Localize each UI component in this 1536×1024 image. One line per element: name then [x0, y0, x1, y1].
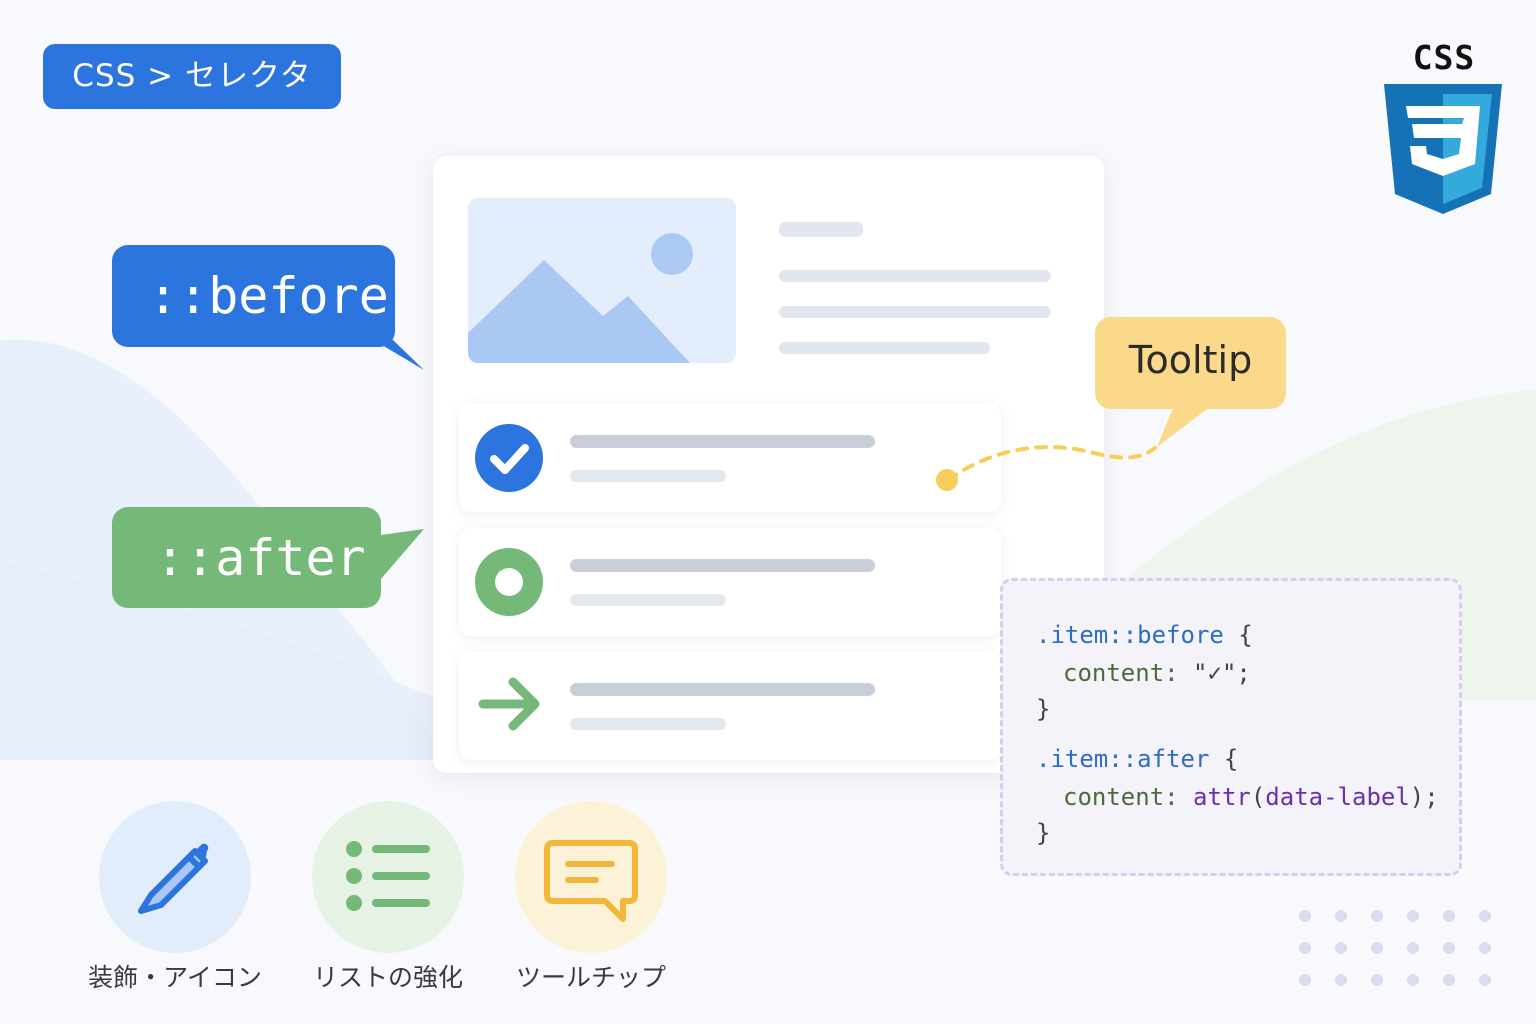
- feature-tooltip-label: ツールチップ: [515, 963, 666, 992]
- pencil-icon: [138, 843, 209, 914]
- list-item[interactable]: [459, 528, 1001, 636]
- after-selector: .item::after: [1036, 745, 1210, 773]
- card-text-line: [779, 342, 990, 354]
- code-line-2: content: "✓";: [1063, 659, 1251, 687]
- after-bubble-shape: [112, 507, 424, 608]
- before-bubble-shape: [112, 245, 424, 370]
- list-item-title-line: [570, 559, 875, 572]
- open-brace: {: [1238, 621, 1253, 649]
- before-value: "✓";: [1193, 659, 1251, 687]
- tooltip-connector: [936, 445, 1157, 491]
- feature-decoration-label: 装飾・アイコン: [88, 963, 262, 992]
- feature-list-label: リストの強化: [312, 963, 463, 992]
- before-pseudo-label: ::before: [148, 267, 389, 325]
- image-icon: [468, 233, 693, 363]
- list-item-title-line: [570, 435, 875, 448]
- list-item[interactable]: [459, 404, 1001, 512]
- card-text-line: [779, 270, 1051, 282]
- after-argument: data-label: [1265, 783, 1410, 811]
- arrow-right-icon: [478, 677, 540, 731]
- list-item-sub-line: [570, 594, 726, 606]
- tooltip-label: Tooltip: [1128, 338, 1253, 382]
- list-icon: [346, 841, 430, 911]
- image-placeholder: [468, 198, 736, 363]
- code-line-6: }: [1036, 819, 1050, 847]
- feature-list[interactable]: [312, 801, 464, 953]
- decorative-dot-grid: [1299, 910, 1491, 986]
- feature-decoration[interactable]: [99, 801, 251, 953]
- radio-circle-icon: [475, 548, 543, 616]
- before-selector: .item::before: [1036, 621, 1224, 649]
- close-brace: }: [1036, 819, 1051, 847]
- list-item-sub-line: [570, 470, 726, 482]
- list-item-sub-line: [570, 718, 726, 730]
- list-item-title-line: [570, 683, 875, 696]
- code-snippet: .item::before { content: "✓"; } .item::a…: [1000, 578, 1462, 876]
- after-function: attr: [1193, 783, 1251, 811]
- code-line-4: .item::after {: [1036, 745, 1238, 773]
- before-property: content:: [1063, 659, 1179, 687]
- check-circle-icon: [475, 424, 543, 492]
- list-item[interactable]: [459, 652, 1001, 760]
- feature-tooltip[interactable]: [515, 801, 667, 953]
- tooltip-bubble-shape: [1095, 317, 1286, 447]
- code-line-1: .item::before {: [1036, 621, 1253, 649]
- chat-bubble-icon: [544, 840, 638, 922]
- card-title-line: [779, 222, 863, 237]
- code-line-3: }: [1036, 695, 1050, 723]
- css3-shield-icon: [1384, 84, 1502, 214]
- code-line-5: content: attr(data-label);: [1063, 783, 1439, 811]
- after-property: content:: [1063, 783, 1179, 811]
- css3-logo-word: CSS: [1412, 38, 1476, 77]
- open-brace: {: [1223, 745, 1239, 773]
- close-brace: }: [1036, 695, 1051, 723]
- breadcrumb[interactable]: CSS > セレクタ: [43, 44, 341, 109]
- card-text-line: [779, 306, 1051, 318]
- after-pseudo-label: ::after: [155, 529, 366, 587]
